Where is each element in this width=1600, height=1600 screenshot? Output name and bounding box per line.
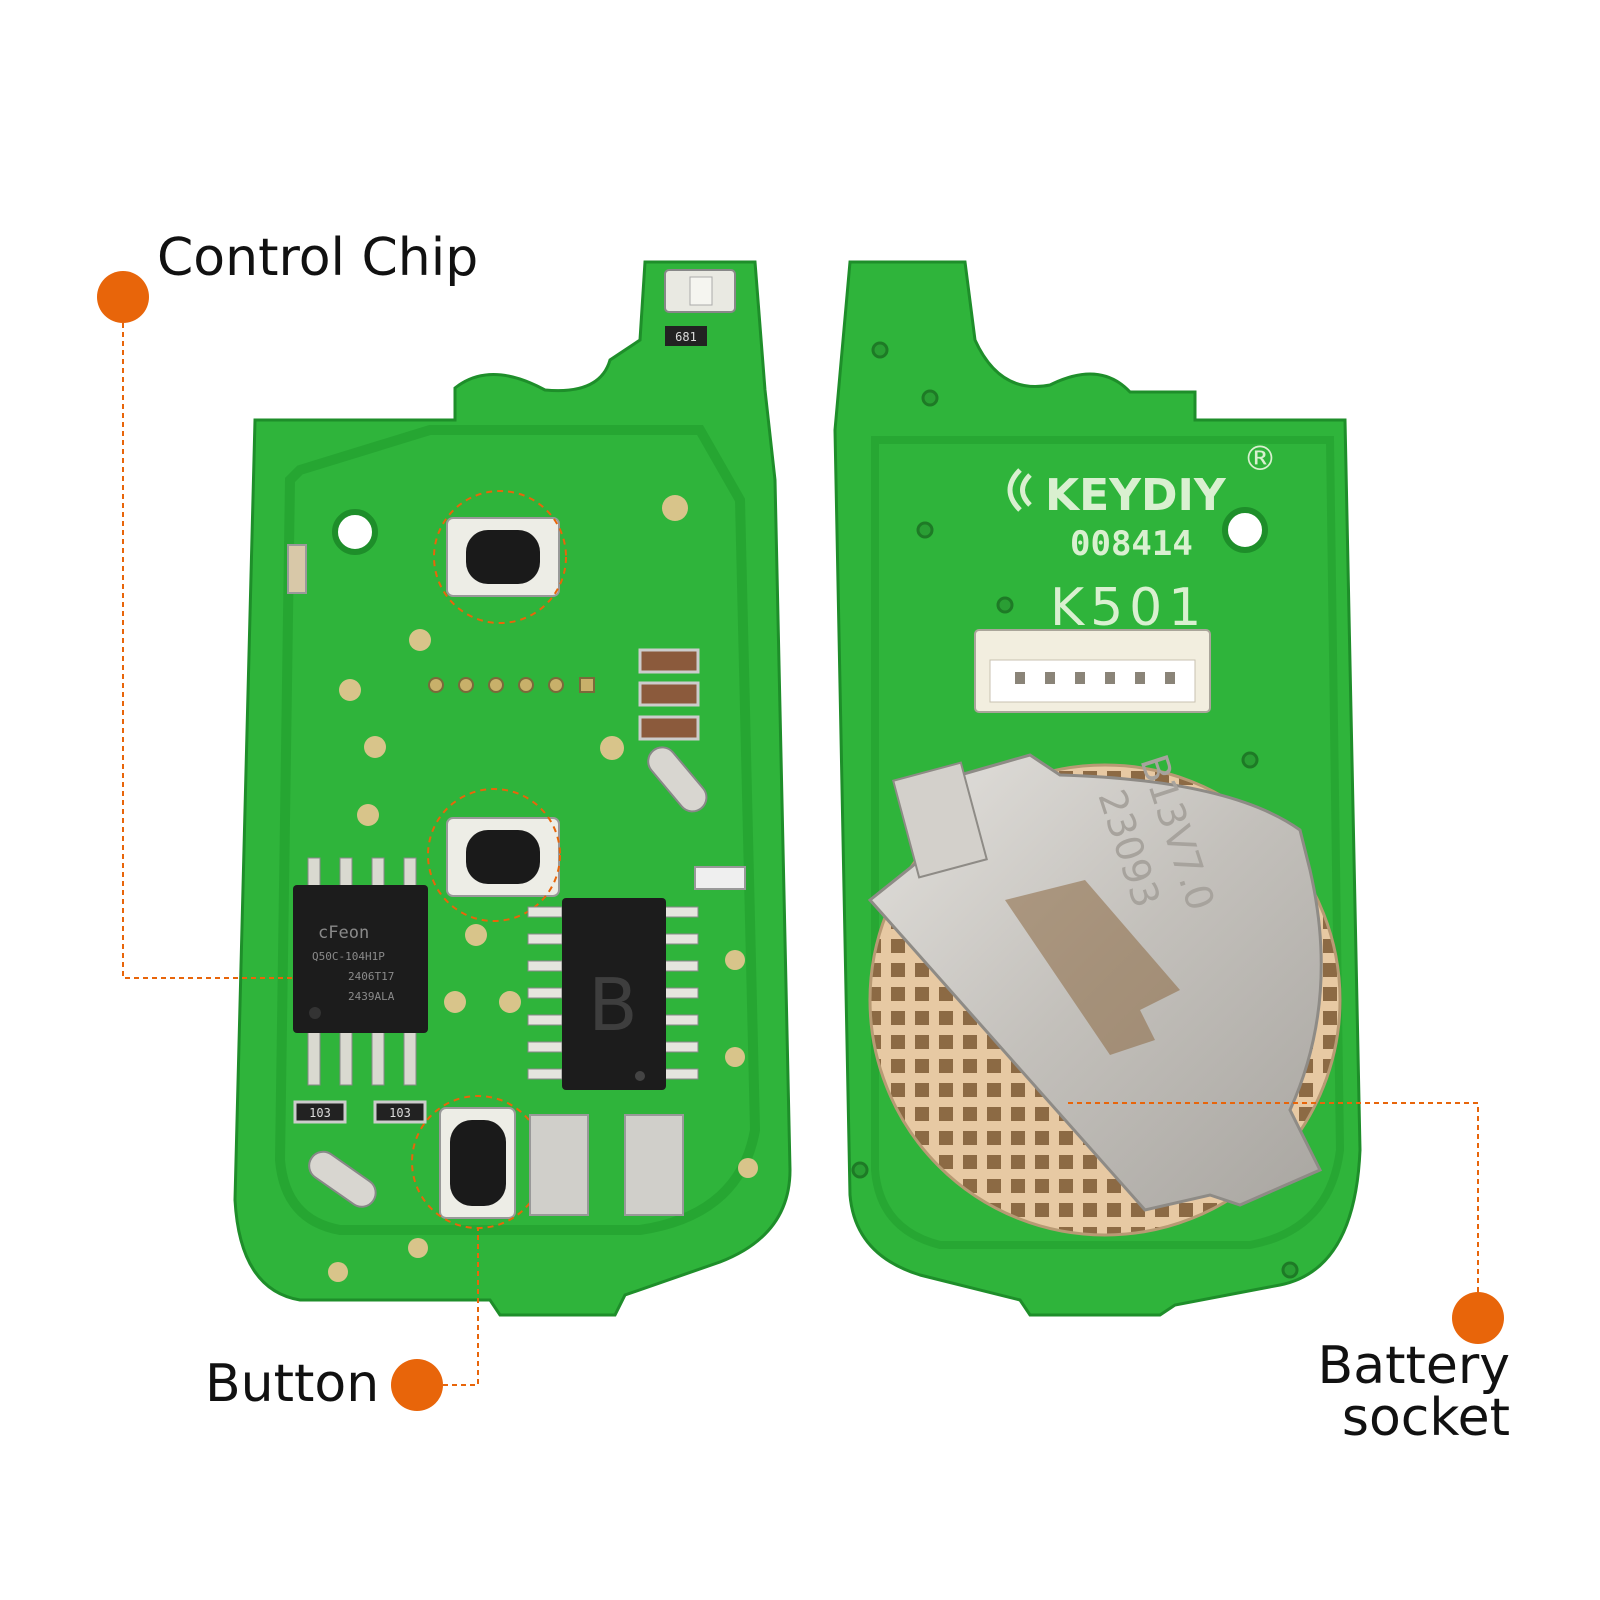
small-capacitor (665, 326, 707, 346)
button-marker (391, 1359, 443, 1411)
right-pcb-board: KEYDIY ® 008414 K501 B13V7.0 (833, 260, 1362, 1317)
control-chip-label: Control Chip (157, 228, 479, 288)
tactile-button-top (433, 490, 567, 624)
right-board-inner-trace (871, 436, 1345, 1249)
button-leader (443, 1228, 479, 1386)
model-marking: K501 (1050, 578, 1207, 638)
rf-ic-b: B (527, 898, 699, 1090)
signal-icon (1007, 468, 1032, 512)
small-cap-marking: 681 (675, 330, 697, 344)
chip-marking-3: 2406T17 (348, 970, 394, 983)
mounting-hole-right (1222, 507, 1268, 553)
serial-marking: 008414 (1070, 524, 1193, 564)
left-pcb-board: 681 (233, 260, 792, 1317)
battery-socket-clip: B13V7.0 23093 (867, 749, 1323, 1212)
chip-marking-4: 2439ALA (348, 990, 395, 1003)
resistors-103: 103 103 (293, 1100, 427, 1124)
ribbon-connector (974, 629, 1211, 713)
control-chip-marker (97, 271, 149, 323)
left-board-inner-trace (274, 425, 761, 1235)
resistor-marking-right: 103 (389, 1106, 411, 1120)
brand-wordmark: KEYDIY (1045, 470, 1227, 521)
crystal-oscillator (308, 746, 708, 1208)
chip-marking-2: Q50C-104H1P (312, 950, 385, 963)
battery-socket-marker (1452, 1292, 1504, 1344)
smd-resistors (287, 544, 746, 890)
battery-socket-label: Battery socket (1318, 1340, 1510, 1444)
chip-marking-1: cFeon (318, 923, 369, 943)
control-chip-leader (122, 323, 293, 979)
via-pads-left (328, 495, 758, 1282)
registered-mark: ® (1243, 439, 1277, 479)
resistor-marking-left: 103 (309, 1106, 331, 1120)
battery-contact-pads (529, 1114, 684, 1216)
battery-socket-label-line2: socket (1341, 1388, 1510, 1448)
callout-graphics (97, 271, 1504, 1411)
battery-socket-label-line1: Battery (1317, 1336, 1510, 1396)
battery-socket-leader (1068, 1102, 1479, 1292)
via-pads-right (851, 341, 1299, 1279)
mounting-hole-left (332, 509, 378, 555)
tactile-button-middle (427, 788, 561, 922)
button-label: Button (205, 1354, 380, 1414)
control-chip: cFeon Q50C-104H1P 2406T17 2439ALA (293, 857, 428, 1086)
ic-letter-marking: B (588, 963, 637, 1047)
pin-header-row (428, 677, 595, 693)
